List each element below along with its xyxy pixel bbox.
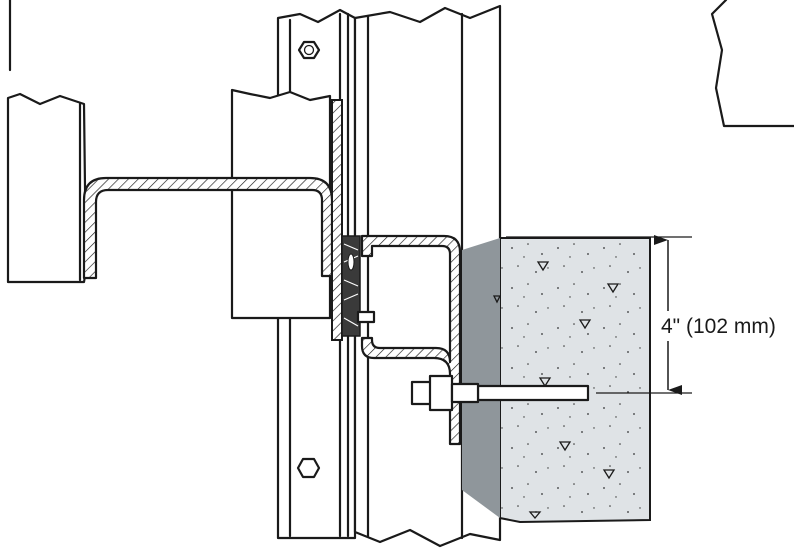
dimension-indicator: 4" (102 mm) xyxy=(506,235,792,395)
top-hex-bolt xyxy=(297,40,321,60)
anchor-bolt xyxy=(410,374,590,412)
joint-filler-block xyxy=(341,235,361,337)
bottom-hex-bolt xyxy=(296,457,321,479)
concrete-shadow-edge xyxy=(462,238,500,518)
dimension-label: 4" (102 mm) xyxy=(661,315,776,338)
hatched-bracket-channel xyxy=(82,176,334,280)
center-rail-block xyxy=(230,88,332,320)
concrete-slab xyxy=(499,237,651,524)
clip-screw xyxy=(356,310,376,324)
left-rail-block xyxy=(6,92,88,284)
wall-corner-fragment xyxy=(710,0,794,128)
hatched-backing-plate xyxy=(331,99,343,341)
concrete-aggregate xyxy=(492,261,620,520)
hatched-anchor-bracket xyxy=(360,234,462,446)
